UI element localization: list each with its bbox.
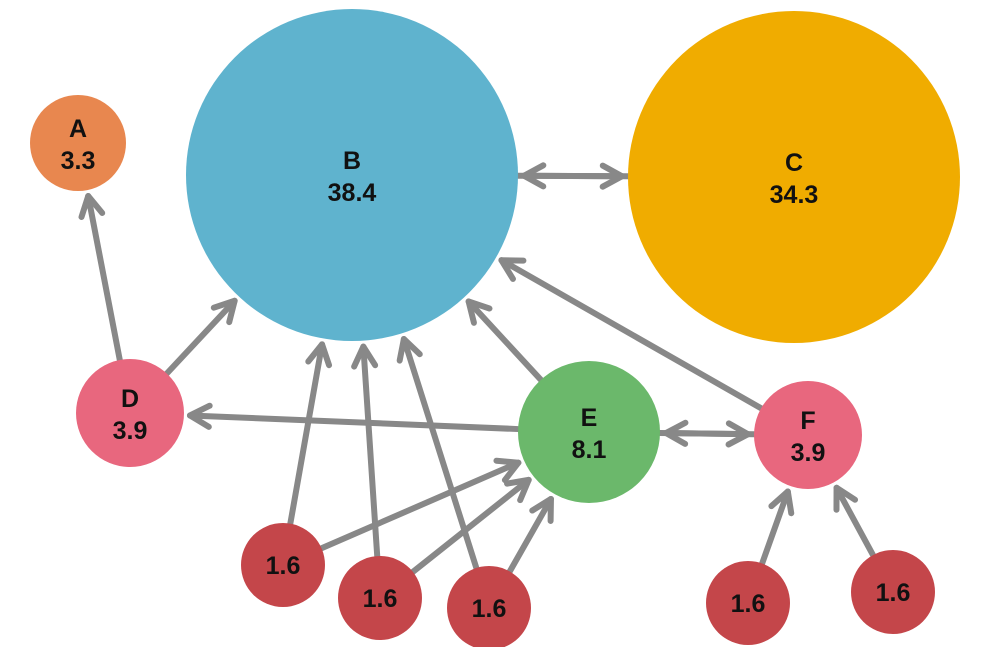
node-b: B 38.4 <box>186 9 518 341</box>
node-label: 1.6 <box>472 595 507 623</box>
edge-line <box>360 343 381 560</box>
arrowhead-icon <box>78 193 106 220</box>
node-circle <box>338 556 422 640</box>
arrowhead-icon <box>498 257 527 282</box>
edge-line <box>465 298 544 383</box>
arrowhead-icon <box>768 488 795 517</box>
node-name: A <box>69 115 87 143</box>
edge-e-to-b <box>465 298 544 383</box>
edge-c-to-b <box>520 162 632 190</box>
node-circle <box>754 381 862 489</box>
edge-d-to-b <box>163 297 238 377</box>
node-circle <box>706 561 790 645</box>
node-value: 1.6 <box>363 585 398 613</box>
node-circle <box>628 11 960 343</box>
node-g4: 1.6 <box>706 561 790 645</box>
arrowhead-icon <box>662 419 689 447</box>
node-label: 1.6 <box>876 579 911 607</box>
node-f: F 3.9 <box>754 381 862 489</box>
node-label: F 3.9 <box>791 407 826 467</box>
edge-line <box>287 341 326 527</box>
node-value: 3.3 <box>61 147 96 175</box>
arrowhead-icon <box>465 298 493 326</box>
edge-f-to-b <box>498 257 765 412</box>
arrowhead-icon <box>210 297 238 326</box>
node-value: 1.6 <box>472 595 507 623</box>
node-circle <box>241 523 325 607</box>
node-name: D <box>121 385 139 413</box>
arrowhead-icon <box>520 162 547 190</box>
nodes-layer: A 3.3 B 38.4 C 34.3D 3.9 E 8.1 F 3.9 1.6 1.6 1.6 1.6 1.… <box>30 9 960 647</box>
edge-g2-to-e <box>409 476 532 575</box>
node-label: C 34.3 <box>770 149 819 209</box>
node-g2: 1.6 <box>338 556 422 640</box>
edge-line <box>409 476 532 575</box>
node-label: B 38.4 <box>328 147 377 207</box>
node-name: F <box>800 407 815 435</box>
node-g5: 1.6 <box>851 550 935 634</box>
node-label: 1.6 <box>731 590 766 618</box>
edge-g1-to-b <box>287 341 333 527</box>
edge-g3-to-b <box>396 335 480 571</box>
node-circle <box>76 359 184 467</box>
arrowhead-icon <box>305 341 333 369</box>
node-circle <box>851 550 935 634</box>
edge-g4-to-f <box>759 488 795 567</box>
node-label: 1.6 <box>363 585 398 613</box>
node-e: E 8.1 <box>518 361 660 503</box>
edge-g5-to-f <box>833 484 877 559</box>
node-label: D 3.9 <box>113 385 148 445</box>
node-circle <box>447 566 531 647</box>
arrowhead-icon <box>186 402 213 430</box>
node-circle <box>30 95 126 191</box>
arrowhead-icon <box>504 476 532 504</box>
edge-line <box>400 335 480 571</box>
node-value: 3.9 <box>791 439 826 467</box>
edge-g2-to-b <box>351 343 381 560</box>
node-d: D 3.9 <box>76 359 184 467</box>
arrowhead-icon <box>833 484 859 513</box>
node-label: A 3.3 <box>61 115 96 175</box>
edge-line <box>506 495 554 575</box>
node-name: C <box>785 149 803 177</box>
edge-line <box>85 193 123 363</box>
node-value: 8.1 <box>572 436 607 464</box>
node-c: C 34.3 <box>628 11 960 343</box>
edge-line <box>833 484 877 559</box>
node-name: E <box>581 404 598 432</box>
node-value: 38.4 <box>328 179 377 207</box>
node-label: 1.6 <box>266 552 301 580</box>
node-label: E 8.1 <box>572 404 607 464</box>
edge-line <box>163 297 238 377</box>
edge-g1-to-e <box>318 457 522 552</box>
edge-line <box>662 430 758 438</box>
arrowhead-icon <box>493 457 522 484</box>
edge-line <box>759 488 791 567</box>
edge-g3-to-e <box>506 495 554 575</box>
edge-f-to-e <box>662 419 758 447</box>
arrowhead-icon <box>351 343 379 370</box>
node-g1: 1.6 <box>241 523 325 607</box>
edge-line <box>186 412 522 433</box>
node-circle <box>518 361 660 503</box>
node-value: 1.6 <box>876 579 911 607</box>
node-a: A 3.3 <box>30 95 126 191</box>
edges-layer <box>78 162 877 575</box>
node-circle <box>186 9 518 341</box>
edge-line <box>498 257 765 412</box>
node-value: 1.6 <box>731 590 766 618</box>
edge-line <box>318 459 522 552</box>
node-g3: 1.6 <box>447 566 531 647</box>
node-name: B <box>343 147 361 175</box>
edge-e-to-d <box>186 402 522 433</box>
node-value: 1.6 <box>266 552 301 580</box>
arrowhead-icon <box>529 495 554 524</box>
arrowhead-icon <box>396 335 423 364</box>
edge-d-to-a <box>78 193 123 363</box>
node-value: 3.9 <box>113 417 148 445</box>
node-value: 34.3 <box>770 181 819 209</box>
